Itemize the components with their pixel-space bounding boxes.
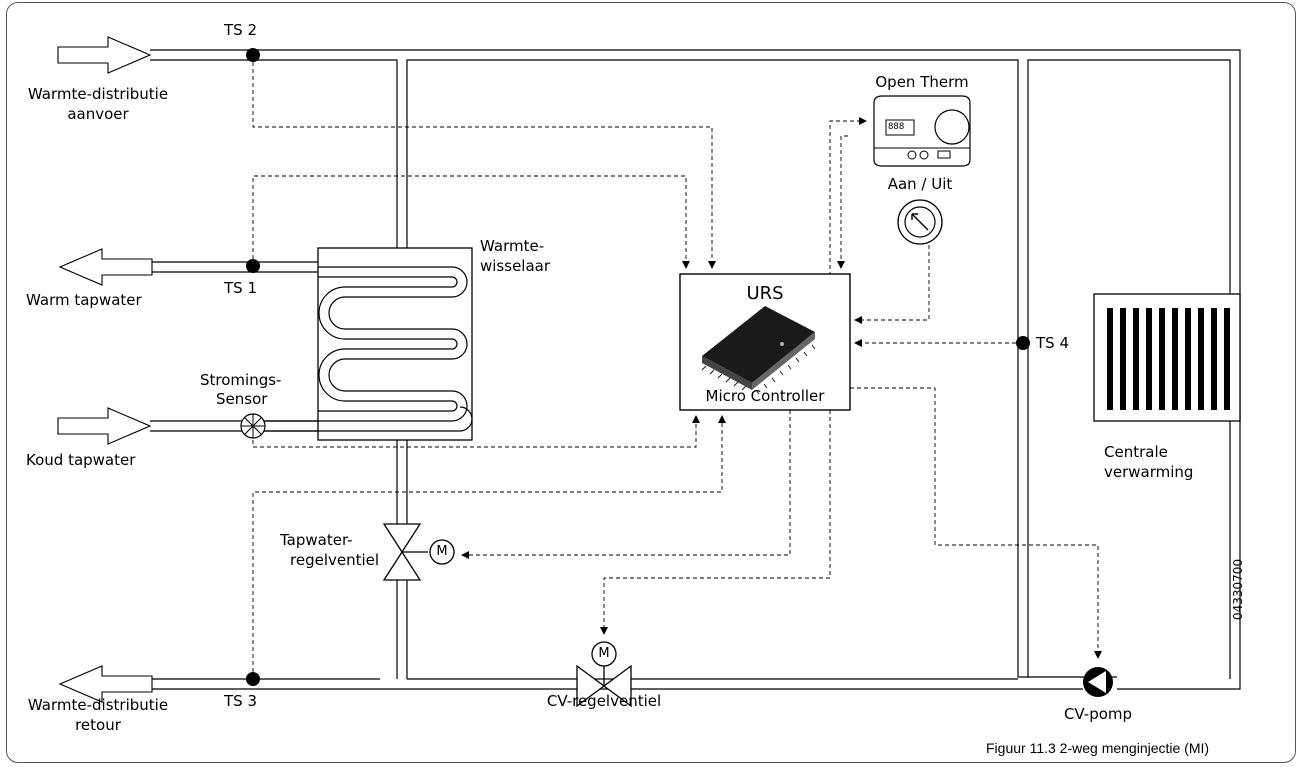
ts3-label: TS 3 xyxy=(224,692,257,710)
supply-arrow xyxy=(57,36,152,74)
signal-lines xyxy=(252,62,1102,672)
heat-exchanger-label-1: Warmte- xyxy=(480,237,545,255)
diagram-frame xyxy=(6,2,1296,763)
central-heating-label-2: verwarming xyxy=(1104,463,1194,481)
ts2-label: TS 2 xyxy=(224,21,257,39)
tapwater-valve xyxy=(382,523,455,581)
cv-motor-label: M xyxy=(598,646,610,661)
heat-exchanger xyxy=(262,247,473,441)
hot-water-label: Warm tapwater xyxy=(26,291,142,309)
open-therm-label: Open Therm xyxy=(875,73,969,91)
central-heating-label-1: Centrale xyxy=(1104,443,1168,461)
heat-exchanger-label-2: wisselaar xyxy=(480,257,551,275)
ts1-sensor xyxy=(246,259,260,273)
supply-label-2: aanvoer xyxy=(67,105,129,123)
cv-valve xyxy=(576,641,632,708)
thermostat-display: 888 xyxy=(888,122,905,132)
supply-label-1: Warmte-distributie xyxy=(27,85,169,103)
return-label-1: Warmte-distributie xyxy=(27,696,169,714)
ts4-sensor xyxy=(1016,336,1030,350)
on-off-label: Aan / Uit xyxy=(887,175,953,193)
return-arrow xyxy=(58,665,153,703)
tapwater-valve-label-1: Tapwater- xyxy=(280,531,353,549)
cv-pump-label: CV-pomp xyxy=(1063,705,1133,723)
temperature-sensors xyxy=(246,48,1030,686)
flow-sensor-label-2: Sensor xyxy=(216,390,268,408)
figure-caption: Figuur 11.3 2-weg menginjectie (MI) xyxy=(986,740,1210,756)
radiator xyxy=(1093,293,1241,422)
tapwater-motor-label: M xyxy=(436,544,448,559)
ts3-sensor xyxy=(246,672,260,686)
cold-water-label: Koud tapwater xyxy=(26,451,136,469)
return-label-2: retour xyxy=(75,716,121,734)
on-off-switch xyxy=(897,199,943,245)
open-therm-thermostat xyxy=(873,95,971,167)
ts1-label: TS 1 xyxy=(224,279,257,297)
pipe-arrows xyxy=(57,36,153,703)
ts2-sensor xyxy=(246,48,260,62)
microchip-icon xyxy=(701,306,816,395)
cold-water-arrow xyxy=(57,407,152,445)
cv-pump xyxy=(1083,667,1113,697)
document-number: 04330700 xyxy=(1231,558,1245,620)
flow-sensor xyxy=(240,413,266,439)
flow-sensor-label-1: Stromings- xyxy=(200,371,282,389)
ts4-label: TS 4 xyxy=(1036,334,1069,352)
tapwater-valve-label-2: regelventiel xyxy=(290,551,380,569)
micro-controller-label: Micro Controller xyxy=(705,387,825,405)
hot-water-arrow xyxy=(58,248,153,286)
urs-controller xyxy=(679,273,851,411)
cv-valve-label: CV-regelventiel xyxy=(546,692,662,710)
urs-label: URS xyxy=(746,283,784,304)
